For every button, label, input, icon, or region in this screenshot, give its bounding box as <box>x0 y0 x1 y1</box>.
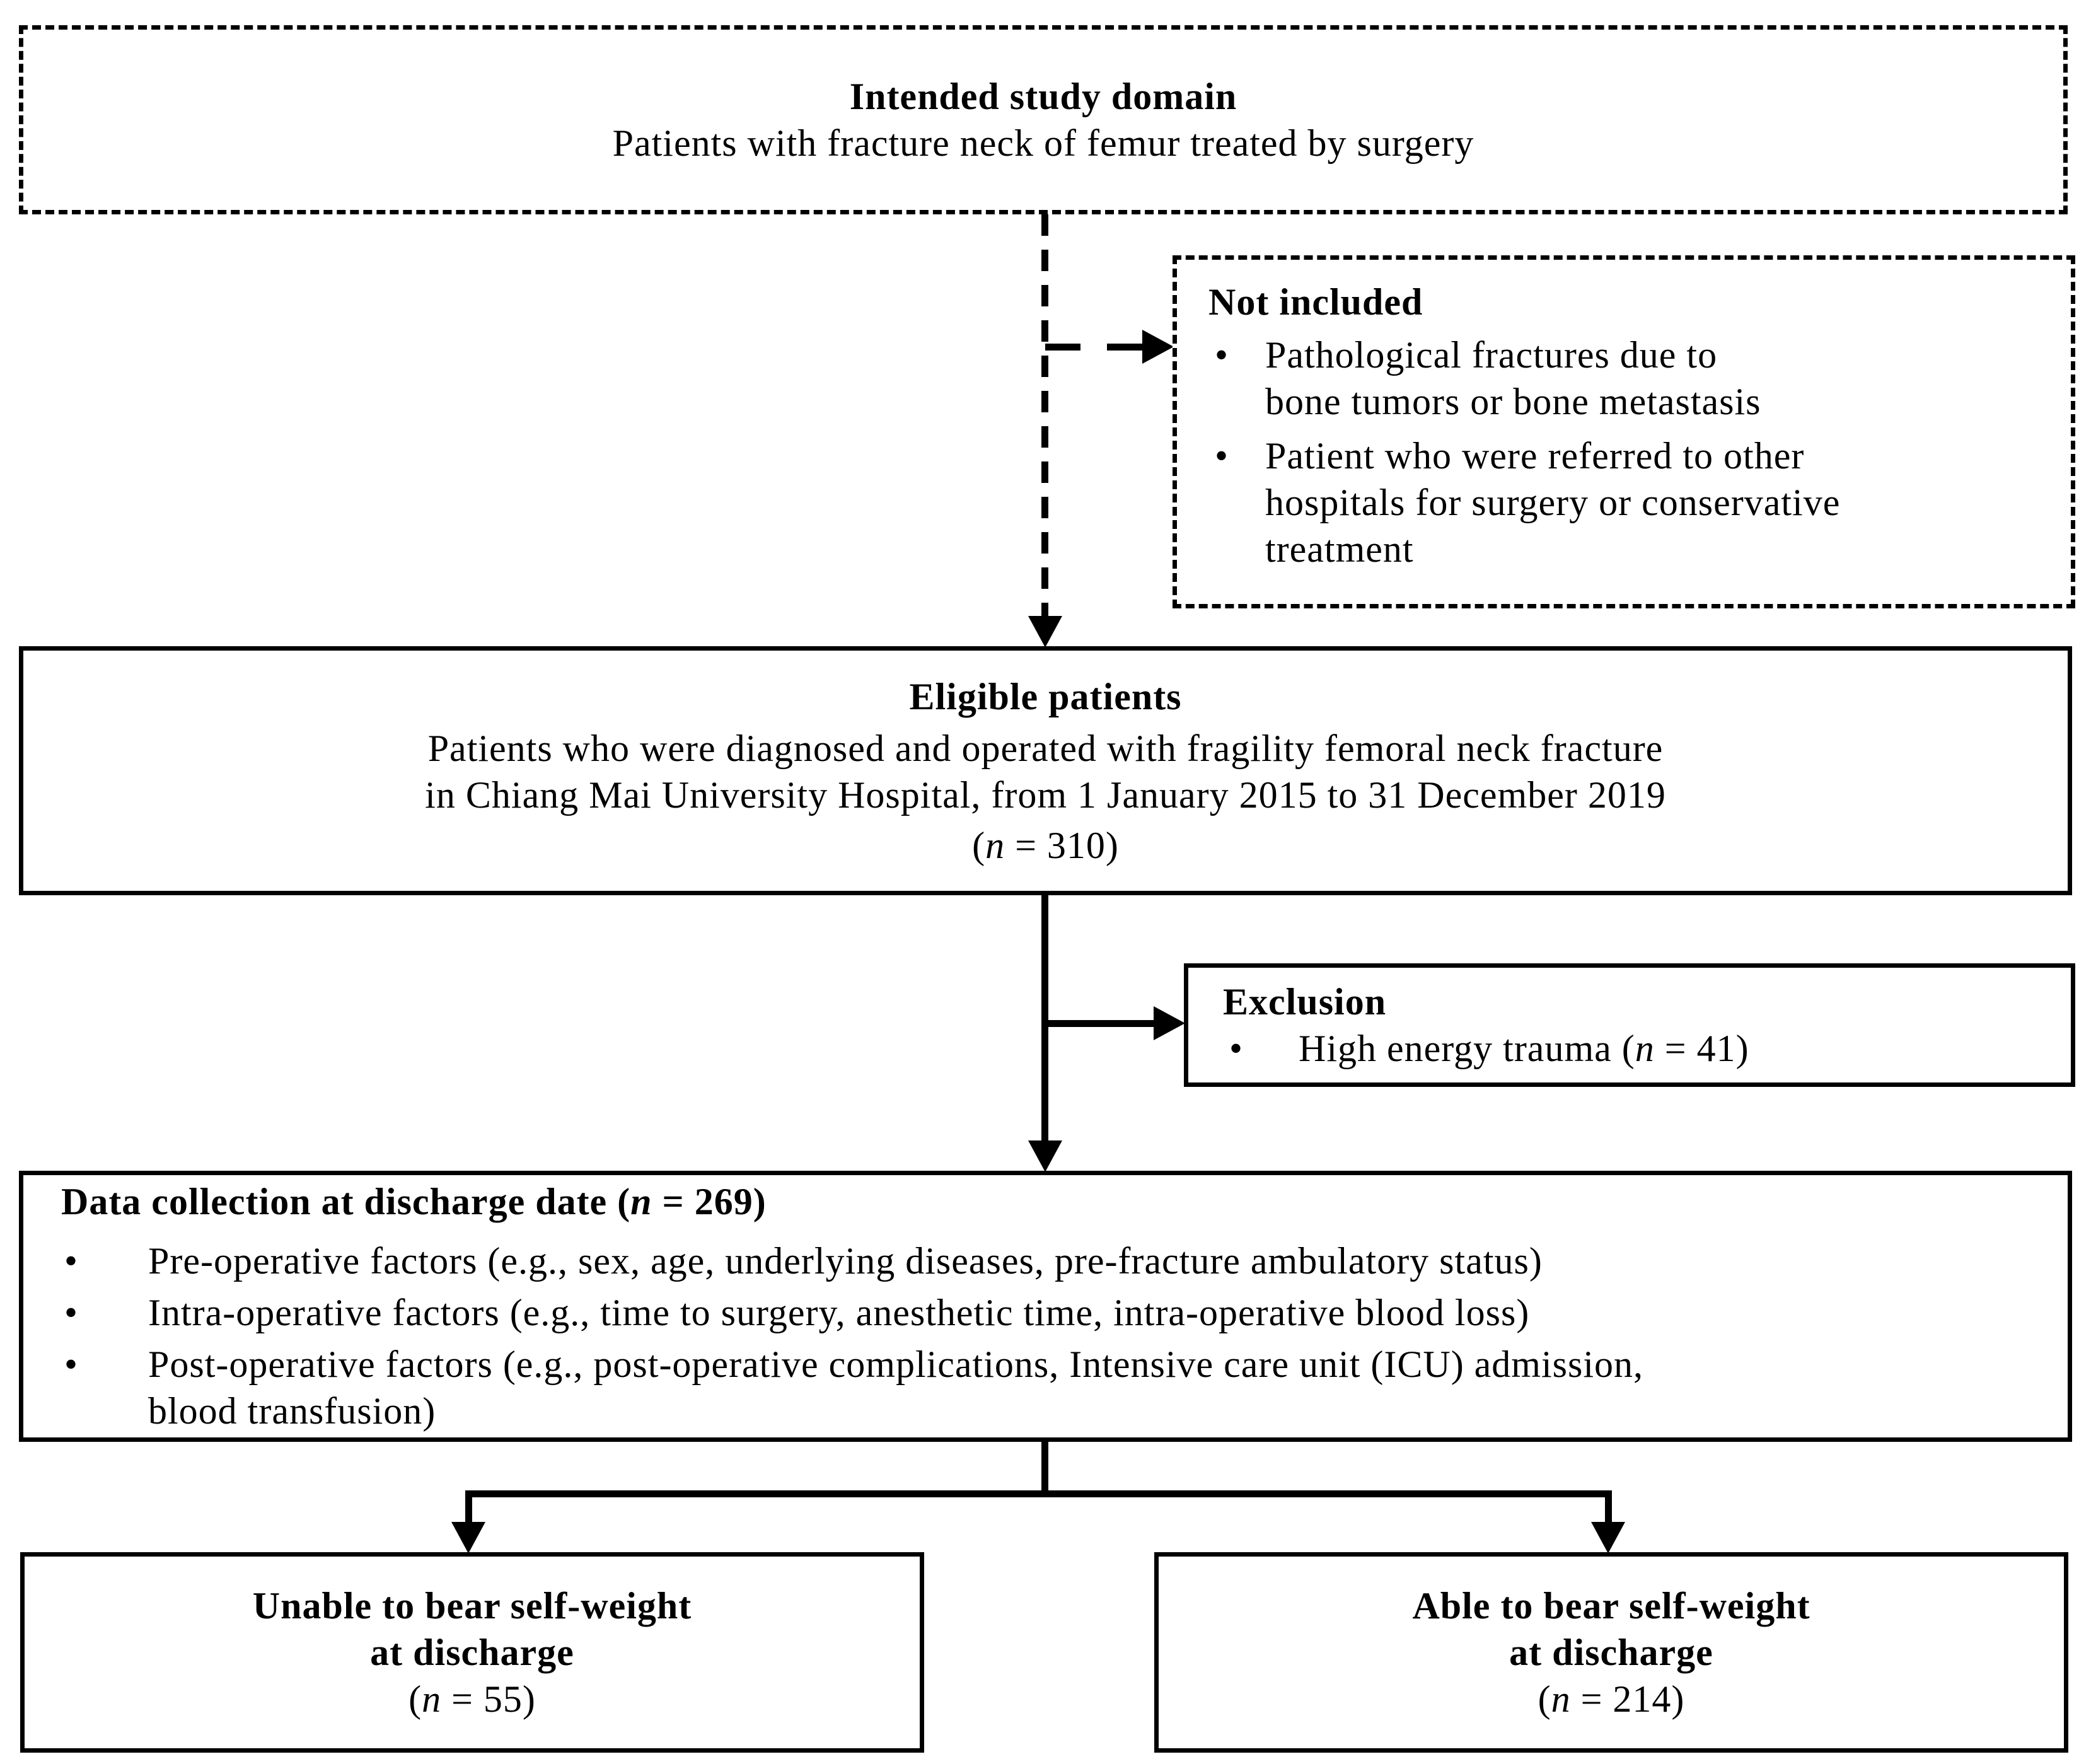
bullet-icon: • <box>64 1343 79 1385</box>
outcome-unable-box: Unable to bear self-weight at discharge … <box>20 1552 924 1753</box>
box-text-line: in Chiang Mai University Hospital, from … <box>425 774 1666 816</box>
list-item-text: Pre-operative factors (e.g., sex, age, u… <box>148 1240 1543 1282</box>
list-item: • Pathological fractures due to bone tum… <box>1215 332 2058 425</box>
not-included-box: Not included • Pathological fractures du… <box>1173 255 2075 608</box>
arrow-down-icon <box>1028 1140 1062 1172</box>
exclusion-box: Exclusion • High energy trauma (n = 41) <box>1184 963 2075 1087</box>
bullet-icon: • <box>1215 334 1229 376</box>
arrow-down-icon <box>1591 1522 1625 1553</box>
list-item-text: Post-operative factors (e.g., post-opera… <box>148 1343 1644 1432</box>
connector-eligible-to-data <box>1041 895 1048 1144</box>
dashed-connector-top-to-eligible <box>1041 214 1048 621</box>
dashed-connector-branch-not-included <box>1045 344 1144 351</box>
list-item-text: Intra-operative factors (e.g., time to s… <box>148 1292 1530 1333</box>
eligible-patients-box: Eligible patients Patients who were diag… <box>19 646 2072 895</box>
data-collection-box: Data collection at discharge date (n = 2… <box>19 1171 2072 1442</box>
sample-size-label: (n = 310) <box>972 824 1119 866</box>
bullet-icon: • <box>64 1292 79 1333</box>
list-item: • Intra-operative factors (e.g., time to… <box>64 1289 2049 1336</box>
list-item: • Patient who were referred to other hos… <box>1215 432 2058 572</box>
outcome-able-box: Able to bear self-weight at discharge (n… <box>1154 1552 2068 1753</box>
split-stub-right <box>1605 1490 1612 1526</box>
list-item: • Post-operative factors (e.g., post-ope… <box>64 1341 2049 1434</box>
box-title: Able to bear self-weight <box>1412 1585 1810 1627</box>
connector-branch-exclusion <box>1045 1020 1156 1027</box>
list-item: • Pre-operative factors (e.g., sex, age,… <box>64 1238 2049 1284</box>
arrow-right-icon <box>1154 1006 1185 1040</box>
box-title: at discharge <box>370 1632 574 1673</box>
bullet-icon: • <box>64 1240 79 1282</box>
arrow-down-icon <box>451 1522 485 1553</box>
box-title: Data collection at discharge date (n = 2… <box>61 1181 767 1222</box>
list-item-text: Patient who were referred to other hospi… <box>1265 435 1841 570</box>
box-title: Eligible patients <box>909 675 1182 717</box>
list-item-text: Pathological fractures due to bone tumor… <box>1265 334 1761 422</box>
list-item: • High energy trauma (n = 41) <box>1229 1025 2058 1072</box>
intended-study-domain-box: Intended study domain Patients with frac… <box>19 25 2068 214</box>
arrow-right-icon <box>1142 330 1174 364</box>
split-bar <box>465 1490 1612 1497</box>
split-stub-left <box>465 1490 472 1526</box>
box-title: Not included <box>1208 281 1423 323</box>
arrow-down-icon <box>1028 616 1062 647</box>
sample-size-label: (n = 214) <box>1538 1678 1685 1720</box>
box-title: Exclusion <box>1223 981 1387 1023</box>
bullet-icon: • <box>1215 435 1229 477</box>
connector-data-to-split <box>1041 1442 1048 1497</box>
box-title: Unable to bear self-weight <box>252 1585 692 1627</box>
box-title: at discharge <box>1509 1632 1713 1673</box>
box-text-line: Patients who were diagnosed and operated… <box>427 727 1664 769</box>
box-subtitle: Patients with fracture neck of femur tre… <box>612 122 1474 164</box>
list-item-text: High energy trauma (n = 41) <box>1299 1028 1749 1069</box>
bullet-icon: • <box>1229 1028 1244 1069</box>
sample-size-label: (n = 55) <box>408 1678 536 1720</box>
box-title: Intended study domain <box>849 76 1237 117</box>
